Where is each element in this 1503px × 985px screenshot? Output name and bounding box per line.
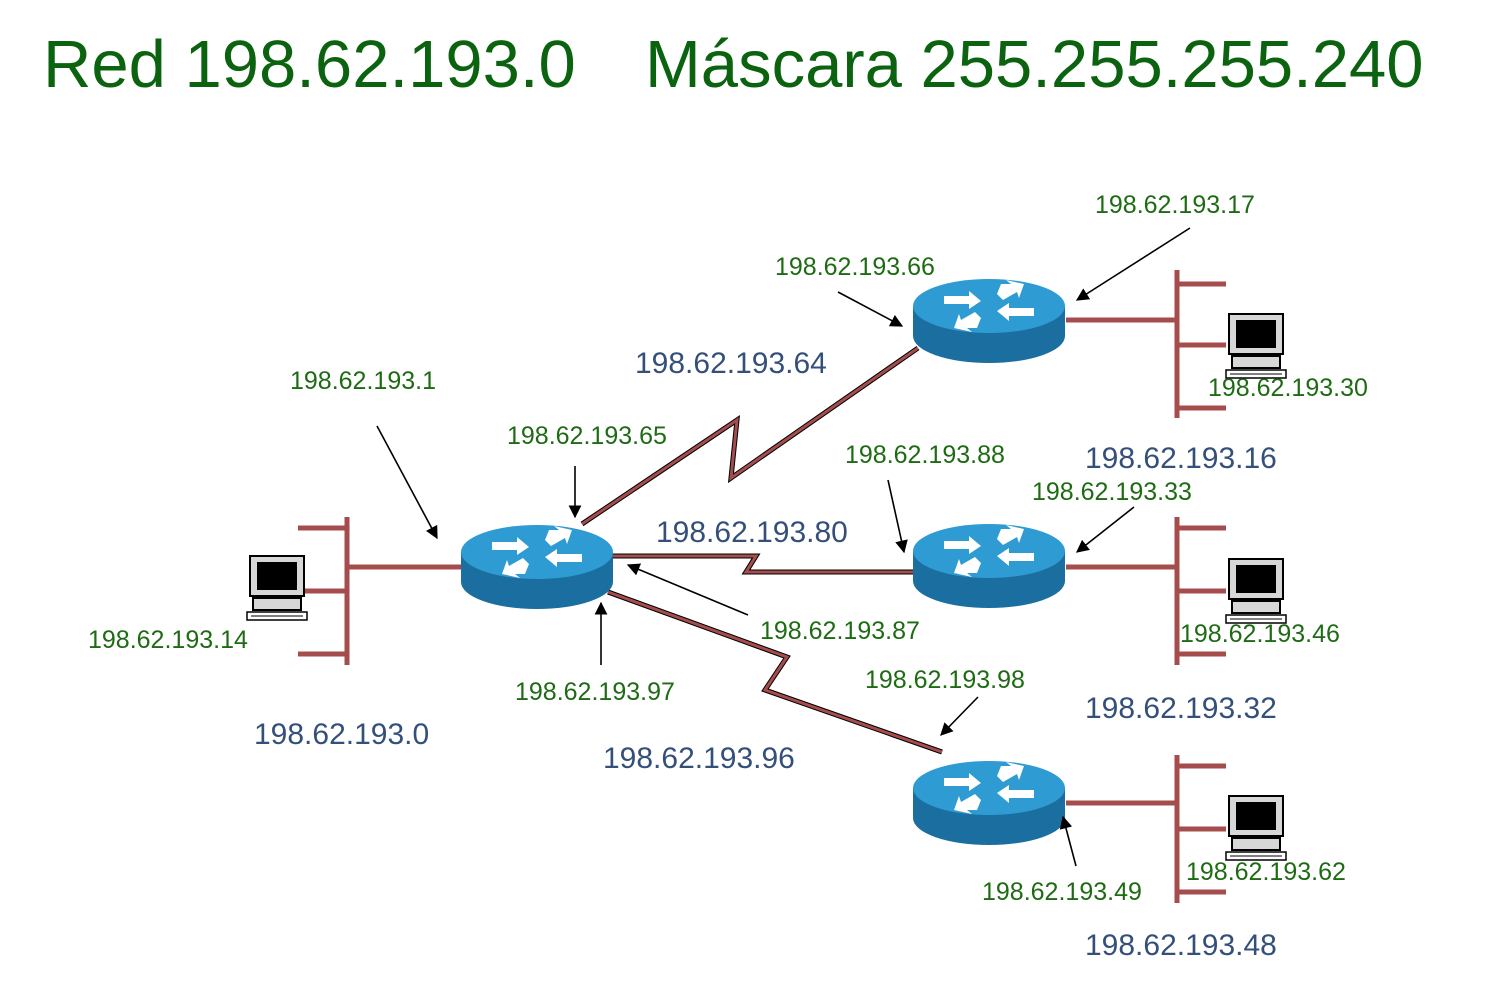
network-label-lan-left: 198.62.193.0 [254, 718, 429, 751]
arrow-r3-wan [940, 696, 979, 736]
address-label-host-mid: 198.62.193.46 [1180, 620, 1340, 648]
router-icon-top [913, 279, 1065, 363]
diagram-title-mask: Máscara 255.255.255.240 [645, 27, 1424, 102]
lan-bus-left [298, 517, 462, 665]
address-label-r3-lan: 198.62.193.49 [982, 878, 1142, 906]
router-icon-mid [913, 524, 1065, 608]
router-icon-central [461, 525, 613, 609]
lan-bus-top [1066, 270, 1226, 418]
arrow-r1-wan [837, 291, 904, 327]
arrow-r0-lan [376, 425, 438, 540]
address-label-r0-wan-mid: 198.62.193.87 [760, 617, 920, 645]
diagram-title-network: Red 198.62.193.0 [43, 27, 576, 102]
lan-bus-mid [1066, 517, 1226, 665]
address-label-r1-lan: 198.62.193.17 [1095, 191, 1255, 219]
router-icon-bottom [913, 761, 1065, 845]
desktop-computer-icon-bottom [1225, 795, 1287, 861]
network-label-lan-top: 198.62.193.16 [1085, 442, 1277, 475]
network-label-wan-bottom: 198.62.193.96 [603, 742, 795, 775]
network-label-lan-bottom: 198.62.193.48 [1085, 929, 1277, 962]
address-label-host-top: 198.62.193.30 [1208, 374, 1368, 402]
address-label-r0-wan-bottom: 198.62.193.97 [515, 678, 675, 706]
desktop-computer-icon-mid [1225, 558, 1287, 624]
arrow-r1-lan [1075, 227, 1191, 301]
lan-bus-bottom [1066, 755, 1226, 903]
network-label-wan-top: 198.62.193.64 [635, 347, 827, 380]
address-label-r0-lan: 198.62.193.1 [290, 367, 436, 395]
address-label-host-bottom: 198.62.193.62 [1186, 858, 1346, 886]
desktop-computer-icon-left [246, 555, 308, 621]
arrow-r2-wan [887, 479, 908, 554]
wan-link-mid [610, 553, 916, 575]
address-label-r3-wan: 198.62.193.98 [865, 666, 1025, 694]
network-label-lan-mid: 198.62.193.32 [1085, 692, 1277, 725]
arrow-r0-wan-mid [626, 563, 749, 616]
address-label-r1-wan: 198.62.193.66 [775, 253, 935, 281]
address-label-host-left: 198.62.193.14 [88, 626, 248, 654]
desktop-computer-icon-top [1225, 313, 1287, 379]
address-label-r0-wan-top: 198.62.193.65 [507, 422, 667, 450]
network-label-wan-mid: 198.62.193.80 [656, 516, 848, 549]
arrow-r3-lan [1059, 815, 1077, 867]
arrow-r2-lan [1075, 506, 1135, 553]
address-label-r2-wan: 198.62.193.88 [845, 441, 1005, 469]
address-label-r2-lan: 198.62.193.33 [1032, 478, 1192, 506]
